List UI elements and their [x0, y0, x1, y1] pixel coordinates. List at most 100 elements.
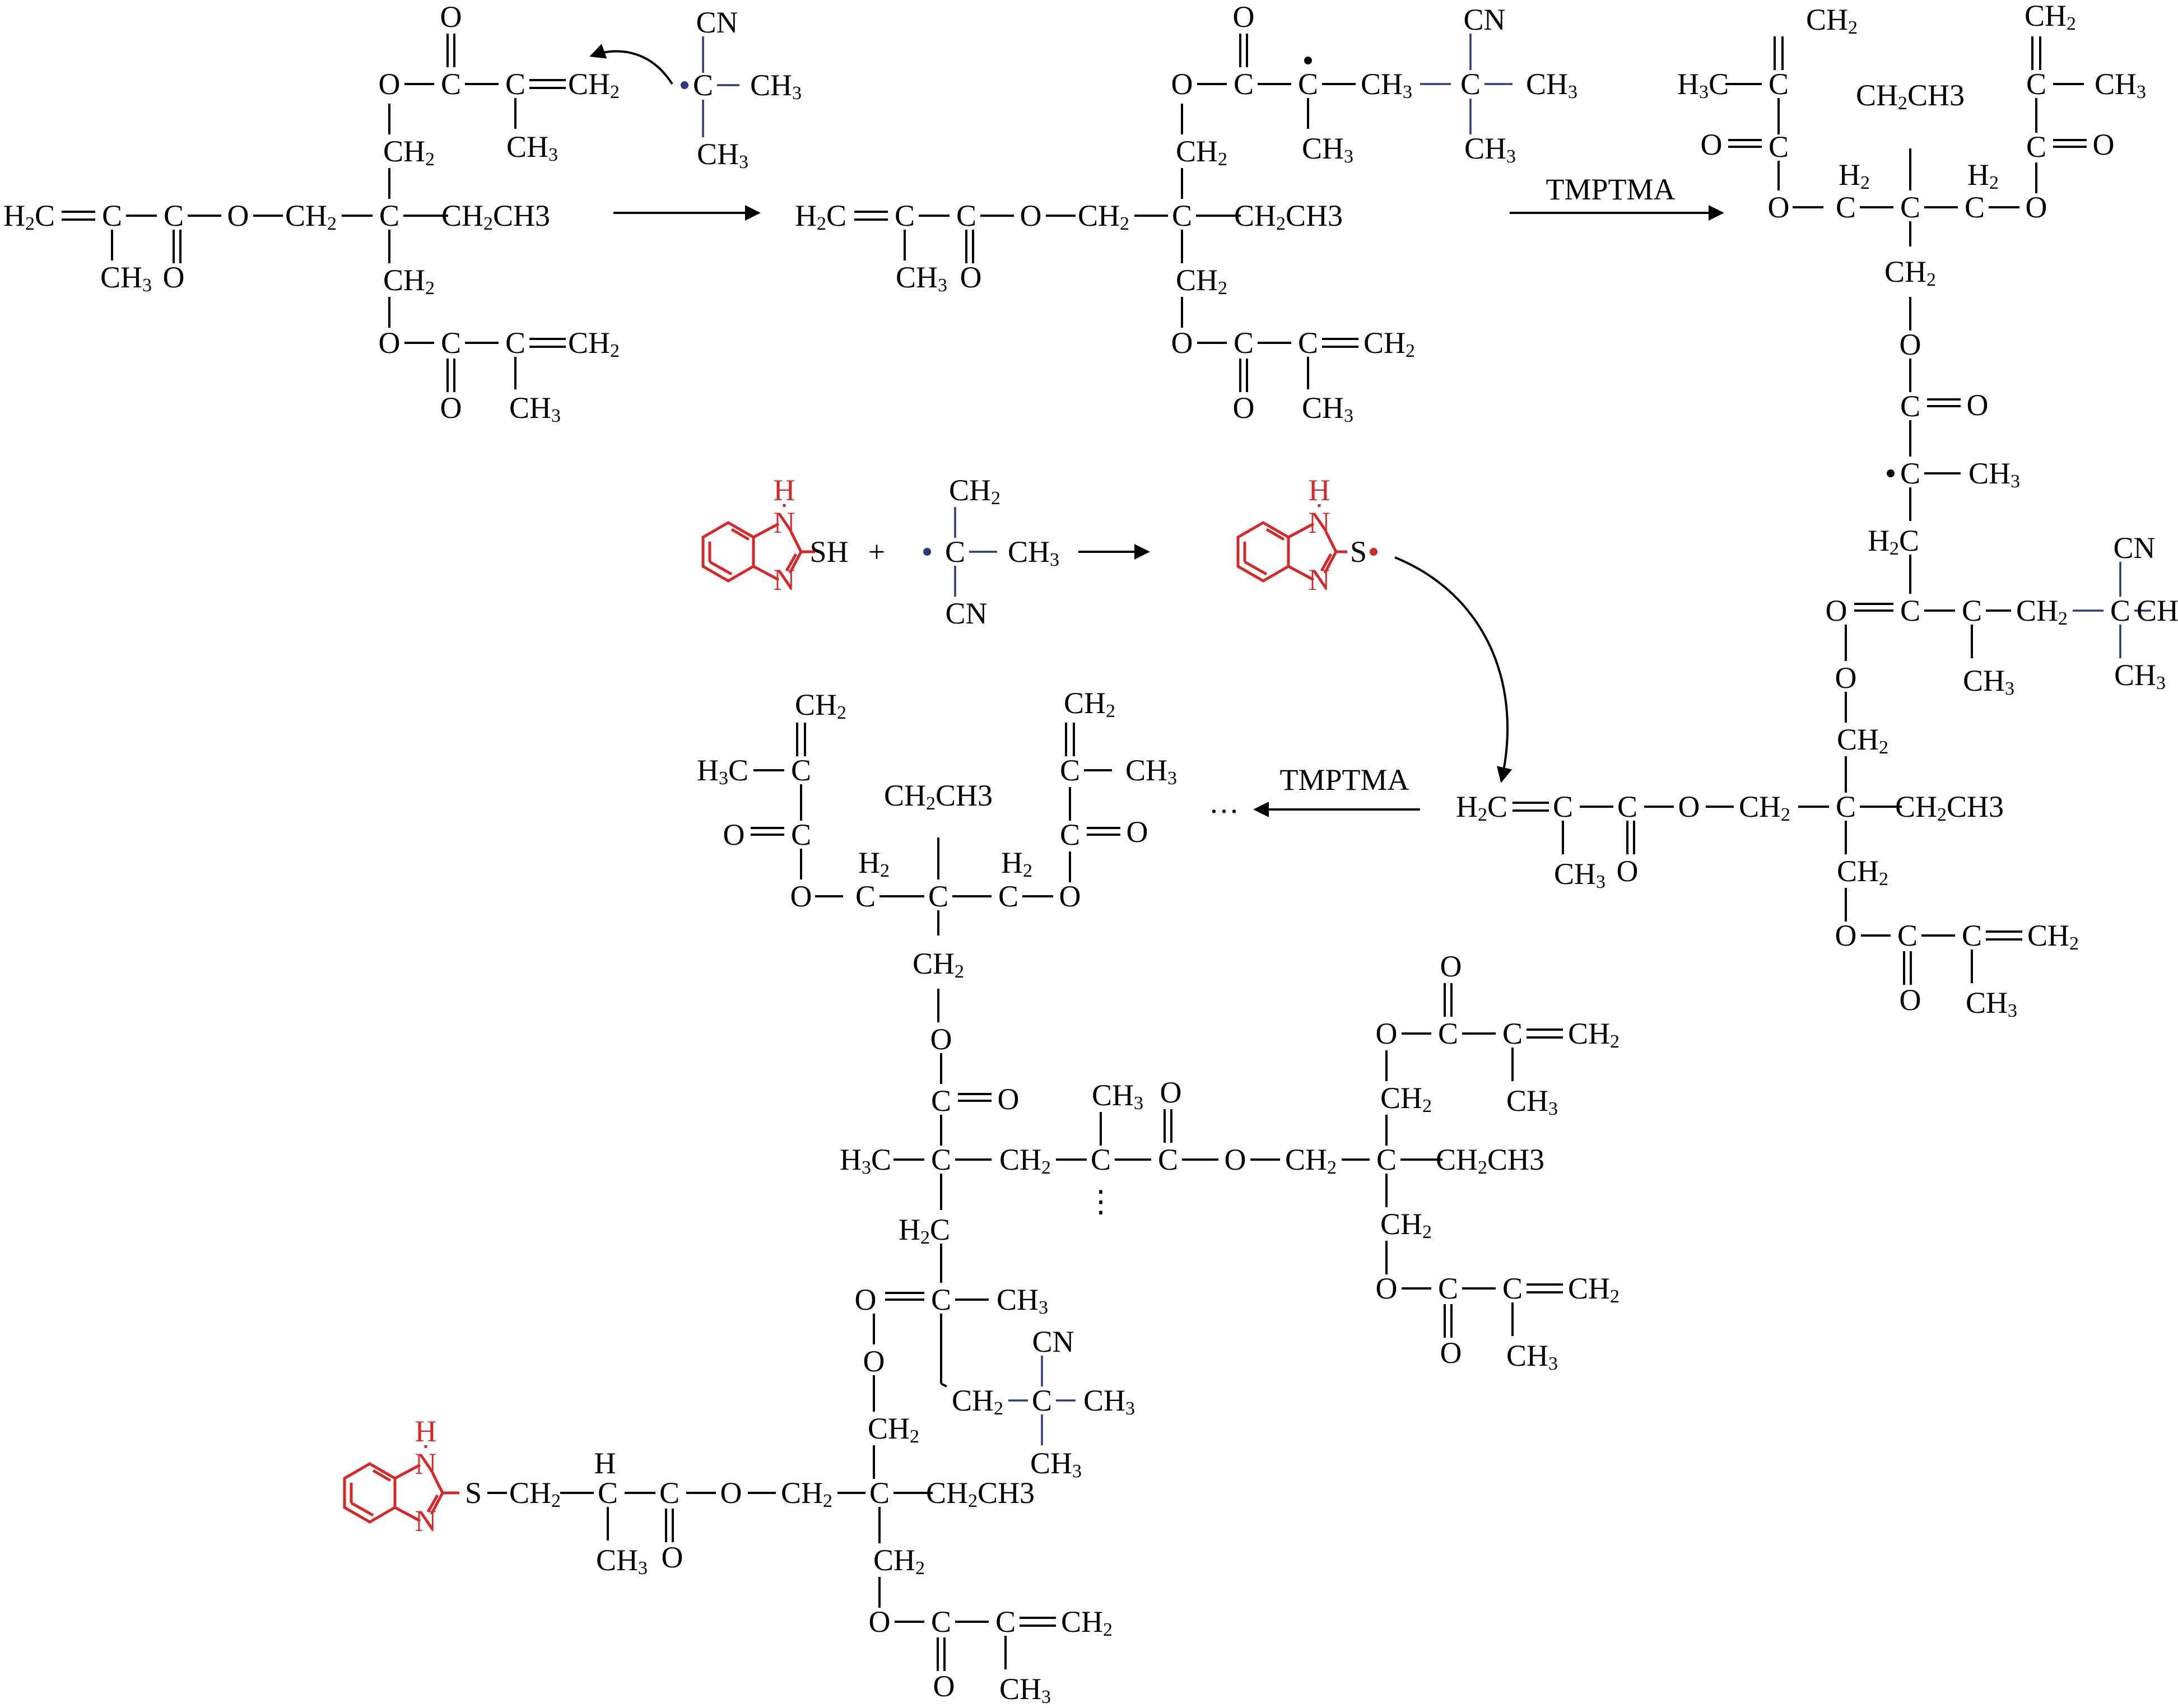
atom-label-45: CH3 — [1464, 132, 1516, 167]
atom-label-89: CH2 — [1837, 723, 1888, 758]
atom-label-43: CH3 — [1526, 67, 1577, 103]
atom-label-185: CH3 — [596, 1543, 648, 1579]
atom-label-147: O — [1225, 1143, 1246, 1176]
atom-label-51: C — [1298, 326, 1318, 360]
atom-label-30: O — [960, 260, 982, 294]
atom-label-54: CH2 — [1806, 3, 1858, 38]
atom-label-105: CH3 — [1966, 986, 2017, 1021]
atom-label-170: C — [1032, 1384, 1052, 1417]
atom-label-37: O — [1171, 67, 1193, 101]
atom-label-33: C — [1172, 199, 1192, 232]
atom-label-63: C — [1965, 190, 1985, 224]
atom-label-134: CH3 — [1125, 753, 1177, 789]
atom-label-133: C — [1060, 753, 1080, 787]
atom-label-62: C — [1900, 190, 1920, 224]
atom-label-182: C — [598, 1476, 618, 1510]
atom-label-138: C — [931, 1084, 951, 1118]
atom-label-35: CH3 — [896, 260, 947, 296]
atom-label-141: H3C — [840, 1143, 891, 1178]
atom-label-39: O — [1233, 0, 1255, 34]
continuation-dots: ··· — [1209, 794, 1239, 828]
atom-label-113: CN — [945, 597, 987, 630]
atom-label-38: C — [1234, 67, 1254, 101]
atom-label-127: C — [998, 879, 1018, 913]
atom-label-64: H2 — [1967, 158, 1999, 193]
atom-label-46: CH3 — [1302, 132, 1353, 167]
atom-label-15: CH3 — [506, 130, 558, 165]
atom-label-101: C — [1897, 919, 1918, 952]
atom-label-148: CH2 — [1285, 1143, 1337, 1178]
atom-label-172: CN — [1032, 1325, 1074, 1358]
benzimidazole-ring-mbi — [701, 521, 803, 583]
atom-label-180: C — [659, 1476, 680, 1510]
atom-label-22: CH3 — [509, 391, 561, 426]
atom-label-108: H — [774, 473, 795, 507]
atom-label-79: C — [1900, 594, 1920, 627]
atom-label-12: O — [440, 0, 462, 34]
atom-label-78: H2C — [1868, 524, 1919, 559]
atom-label-194: N — [415, 1447, 437, 1481]
radical-dot — [923, 548, 931, 556]
atom-label-24: C — [693, 68, 713, 102]
atom-label-126: C — [928, 879, 948, 913]
atom-label-146: O — [1160, 1076, 1182, 1109]
atom-label-4: O — [227, 199, 249, 232]
atom-label-160: C — [1438, 1272, 1458, 1305]
reagent-label-tmptma-1: TMPTMA — [1546, 173, 1675, 206]
atom-label-52: CH2 — [1363, 326, 1415, 361]
atom-label-187: O — [869, 1605, 891, 1639]
benzimidazole-ring-endgroup — [343, 1462, 444, 1524]
atom-label-86: CH3 — [2114, 658, 2166, 694]
atom-label-132: O — [1127, 815, 1148, 849]
atom-label-179: O — [720, 1476, 742, 1510]
atom-label-20: C — [505, 326, 525, 360]
atom-label-153: C — [1438, 1017, 1458, 1050]
atom-label-18: C — [441, 326, 461, 360]
atom-label-0: H2C — [3, 199, 55, 234]
atom-label-145: C — [1158, 1143, 1178, 1176]
atom-label-94: C — [1617, 790, 1637, 823]
atom-label-42: C — [1460, 67, 1481, 101]
atom-label-166: C — [931, 1283, 951, 1316]
chain-continuation-dots: ⋮ — [1086, 1185, 1116, 1218]
atom-label-111: CH2 — [949, 473, 1000, 509]
atom-label-98: CH3 — [1554, 857, 1605, 892]
atom-label-150: CH2CH3 — [1436, 1143, 1544, 1178]
atom-label-77: CH3 — [1968, 457, 2020, 492]
atom-label-154: O — [1440, 950, 1462, 983]
atom-label-139: O — [998, 1082, 1020, 1116]
atom-label-120: H3C — [697, 753, 748, 789]
atom-label-9: CH2 — [383, 134, 435, 170]
atom-label-49: C — [1234, 326, 1254, 360]
atom-label-115: N — [1309, 563, 1330, 597]
atom-label-125: H2 — [858, 846, 890, 881]
atom-label-156: CH2 — [1568, 1017, 1619, 1052]
atom-label-168: CH3 — [997, 1283, 1048, 1318]
atom-label-41: CH3 — [1361, 67, 1412, 103]
atom-label-40: C — [1298, 67, 1318, 101]
atom-label-119: C — [791, 753, 811, 787]
atom-label-161: O — [1440, 1336, 1462, 1370]
atom-label-75: O — [1967, 388, 1989, 422]
atom-label-70: CH3 — [2095, 67, 2146, 103]
atom-label-1: C — [102, 199, 122, 232]
atom-label-112: CH3 — [1008, 535, 1059, 570]
atom-label-26: CH3 — [697, 137, 748, 173]
atom-label-44: CN — [1463, 3, 1505, 36]
atom-label-162: C — [1502, 1272, 1523, 1305]
radical-dot — [1304, 57, 1312, 64]
atom-label-100: O — [1835, 919, 1857, 952]
atom-label-102: O — [1900, 983, 1921, 1017]
atom-label-169: CH2 — [952, 1384, 1003, 1419]
atom-label-92: CH2 — [1739, 790, 1790, 825]
atom-label-188: C — [931, 1605, 951, 1639]
atom-label-67: C — [2026, 130, 2046, 164]
atom-label-174: O — [863, 1344, 885, 1378]
atom-label-176: C — [869, 1476, 890, 1510]
atom-label-143: C — [1091, 1143, 1111, 1176]
atom-label-34: CH2CH3 — [1234, 199, 1343, 234]
atom-label-152: O — [1376, 1017, 1398, 1050]
atom-label-93: O — [1678, 790, 1700, 823]
